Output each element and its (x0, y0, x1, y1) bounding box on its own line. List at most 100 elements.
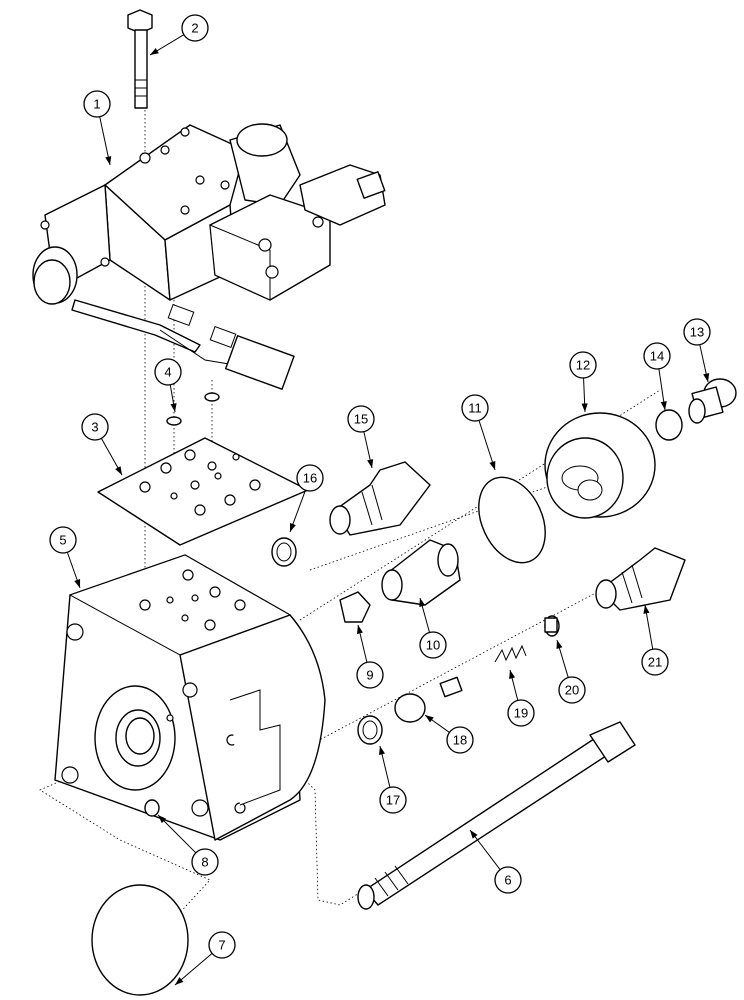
callout-circle (347, 405, 375, 433)
callout-circle (461, 394, 489, 422)
callout-arrowhead (105, 156, 112, 165)
valve-body-assembly (32, 123, 386, 390)
callout-number: 8 (201, 855, 208, 870)
callout-3: 3 (81, 413, 123, 476)
callout-17: 17 (378, 745, 407, 814)
callout-circle (296, 464, 324, 492)
callout-number: 14 (650, 349, 664, 364)
callout-8: 8 (157, 814, 219, 876)
callout-circle (191, 848, 219, 876)
callout-number: 13 (690, 325, 704, 340)
callout-arrowhead (489, 461, 496, 470)
callout-number: 7 (218, 938, 225, 953)
callout-19: 19 (507, 669, 535, 727)
callout-number: 18 (453, 733, 467, 748)
callout-circle (558, 676, 586, 704)
callout-arrowhead (581, 403, 588, 412)
callout-circle (494, 866, 522, 894)
callout-circle (49, 526, 77, 554)
callout-number: 19 (514, 706, 528, 721)
callout-9: 9 (356, 624, 384, 689)
callout-circle (507, 699, 535, 727)
callout-1: 1 (83, 90, 112, 166)
callout-arrowhead (703, 373, 710, 382)
callout-6: 6 (469, 829, 522, 894)
callout-circle (154, 358, 182, 386)
callout-7: 7 (174, 931, 236, 986)
callout-15: 15 (347, 405, 375, 469)
callout-arrowhead (158, 815, 167, 824)
callout-10: 10 (419, 597, 447, 659)
callout-5: 5 (49, 526, 81, 589)
callout-number: 21 (648, 655, 662, 670)
callout-18: 18 (424, 714, 474, 754)
callout-arrowhead (643, 605, 650, 614)
callout-arrowhead (74, 579, 81, 588)
callout-2: 2 (149, 14, 209, 56)
callout-arrowhead (175, 977, 184, 985)
callout-circle (641, 648, 669, 676)
callout-leader-line (478, 420, 496, 471)
callout-11: 11 (461, 394, 496, 471)
callout-arrowhead (425, 715, 434, 723)
end-cap (544, 412, 656, 519)
spring (494, 644, 527, 663)
callout-number: 17 (386, 793, 400, 808)
housing (54, 554, 326, 841)
callout-circle (379, 786, 407, 814)
callout-number: 15 (354, 412, 368, 427)
gasket-plate (97, 437, 309, 546)
callout-arrowhead (419, 598, 426, 607)
callout-number: 11 (468, 401, 482, 416)
plug (688, 378, 737, 424)
callout-number: 20 (565, 683, 579, 698)
callout-number: 4 (164, 365, 171, 380)
callout-20: 20 (556, 639, 586, 704)
callout-arrowhead (470, 830, 478, 839)
o-ring (655, 409, 683, 441)
long-bolt (357, 721, 636, 910)
cartridge-valve (381, 539, 461, 606)
callout-arrowhead (150, 48, 159, 55)
callout-number: 12 (576, 358, 590, 373)
callout-circle (683, 318, 711, 346)
callout-number: 9 (366, 668, 373, 683)
callout-leader-line (157, 814, 197, 854)
callout-12: 12 (569, 351, 597, 413)
callout-14: 14 (643, 342, 671, 411)
callout-circle (419, 631, 447, 659)
callout-13: 13 (683, 318, 711, 383)
callout-circle (643, 342, 671, 370)
callout-arrowhead (556, 640, 563, 649)
callout-arrowhead (367, 459, 374, 468)
callout-arrowhead (290, 523, 296, 532)
poppet (544, 615, 560, 637)
callout-number: 16 (303, 471, 317, 486)
callout-number: 1 (93, 97, 100, 112)
callout-circle (181, 14, 209, 42)
callout-circle (81, 413, 109, 441)
callout-arrowhead (170, 403, 177, 412)
callout-4: 4 (154, 358, 182, 413)
spool-tip (339, 591, 371, 623)
callout-number: 3 (91, 420, 98, 435)
o-rings-small (166, 392, 220, 426)
seal-ring-lower (357, 715, 383, 745)
callout-number: 6 (504, 873, 511, 888)
large-seal (91, 884, 189, 996)
callout-circle (356, 661, 384, 689)
callout-circle (446, 726, 474, 754)
callout-arrowhead (378, 746, 385, 755)
callout-circle (208, 931, 236, 959)
small-o-ring (144, 799, 160, 817)
callout-21: 21 (641, 604, 669, 676)
seal-ring (271, 537, 297, 567)
callout-circle (569, 351, 597, 379)
callout-arrowhead (115, 466, 122, 475)
relief-valve (329, 461, 431, 536)
callout-circle (83, 90, 111, 118)
fitting (595, 547, 686, 611)
callout-number: 5 (59, 533, 66, 548)
